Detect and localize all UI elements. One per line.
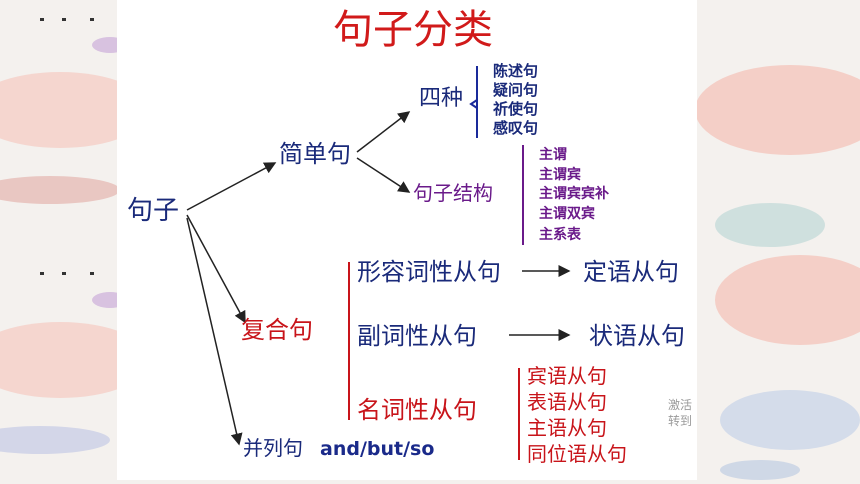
- clause-noun: 名词性从句: [357, 396, 477, 424]
- node-sentence-structure: 句子结构: [413, 181, 493, 205]
- noun-clause-item: 同位语从句: [527, 442, 627, 466]
- node-root: 句子: [127, 196, 180, 226]
- diagram-title: 句子分类: [333, 7, 493, 53]
- four-type-item: 感叹句: [493, 119, 539, 137]
- connector-lines: [186, 66, 571, 460]
- noun-clause-item: 宾语从句: [527, 364, 607, 388]
- node-complex-sentence: 复合句: [241, 316, 313, 344]
- structure-item: 主谓宾: [539, 167, 581, 183]
- structure-item: 主谓宾宾补: [539, 186, 609, 202]
- clause-adjective: 形容词性从句: [357, 258, 501, 286]
- clause-adverb: 副词性从句: [357, 322, 477, 350]
- clause-adjective-result: 定语从句: [583, 258, 679, 286]
- clause-adverb-result: 状语从句: [589, 322, 685, 350]
- noun-clause-item: 表语从句: [527, 390, 607, 414]
- structure-item: 主谓: [539, 147, 567, 163]
- noun-clause-item: 主语从句: [527, 416, 607, 440]
- compound-conjunctions: and/but/so: [320, 438, 435, 460]
- node-simple-sentence: 简单句: [279, 140, 351, 168]
- four-type-item: 陈述句: [493, 62, 539, 80]
- structure-item: 主谓双宾: [539, 206, 595, 222]
- four-type-item: 祈使句: [493, 100, 539, 118]
- activation-watermark-line2: 转到: [668, 414, 693, 428]
- node-four-types: 四种: [419, 86, 464, 111]
- structure-item: 主系表: [539, 227, 581, 243]
- node-compound-sentence: 并列句: [243, 436, 303, 460]
- four-type-item: 疑问句: [493, 81, 539, 99]
- diagram-slide: 句子分类 句子 简单句 四种 陈述句 疑问句 祈使句 感叹句 句子结构 主谓 主…: [117, 0, 697, 480]
- activation-watermark-line1: 激活: [668, 398, 693, 412]
